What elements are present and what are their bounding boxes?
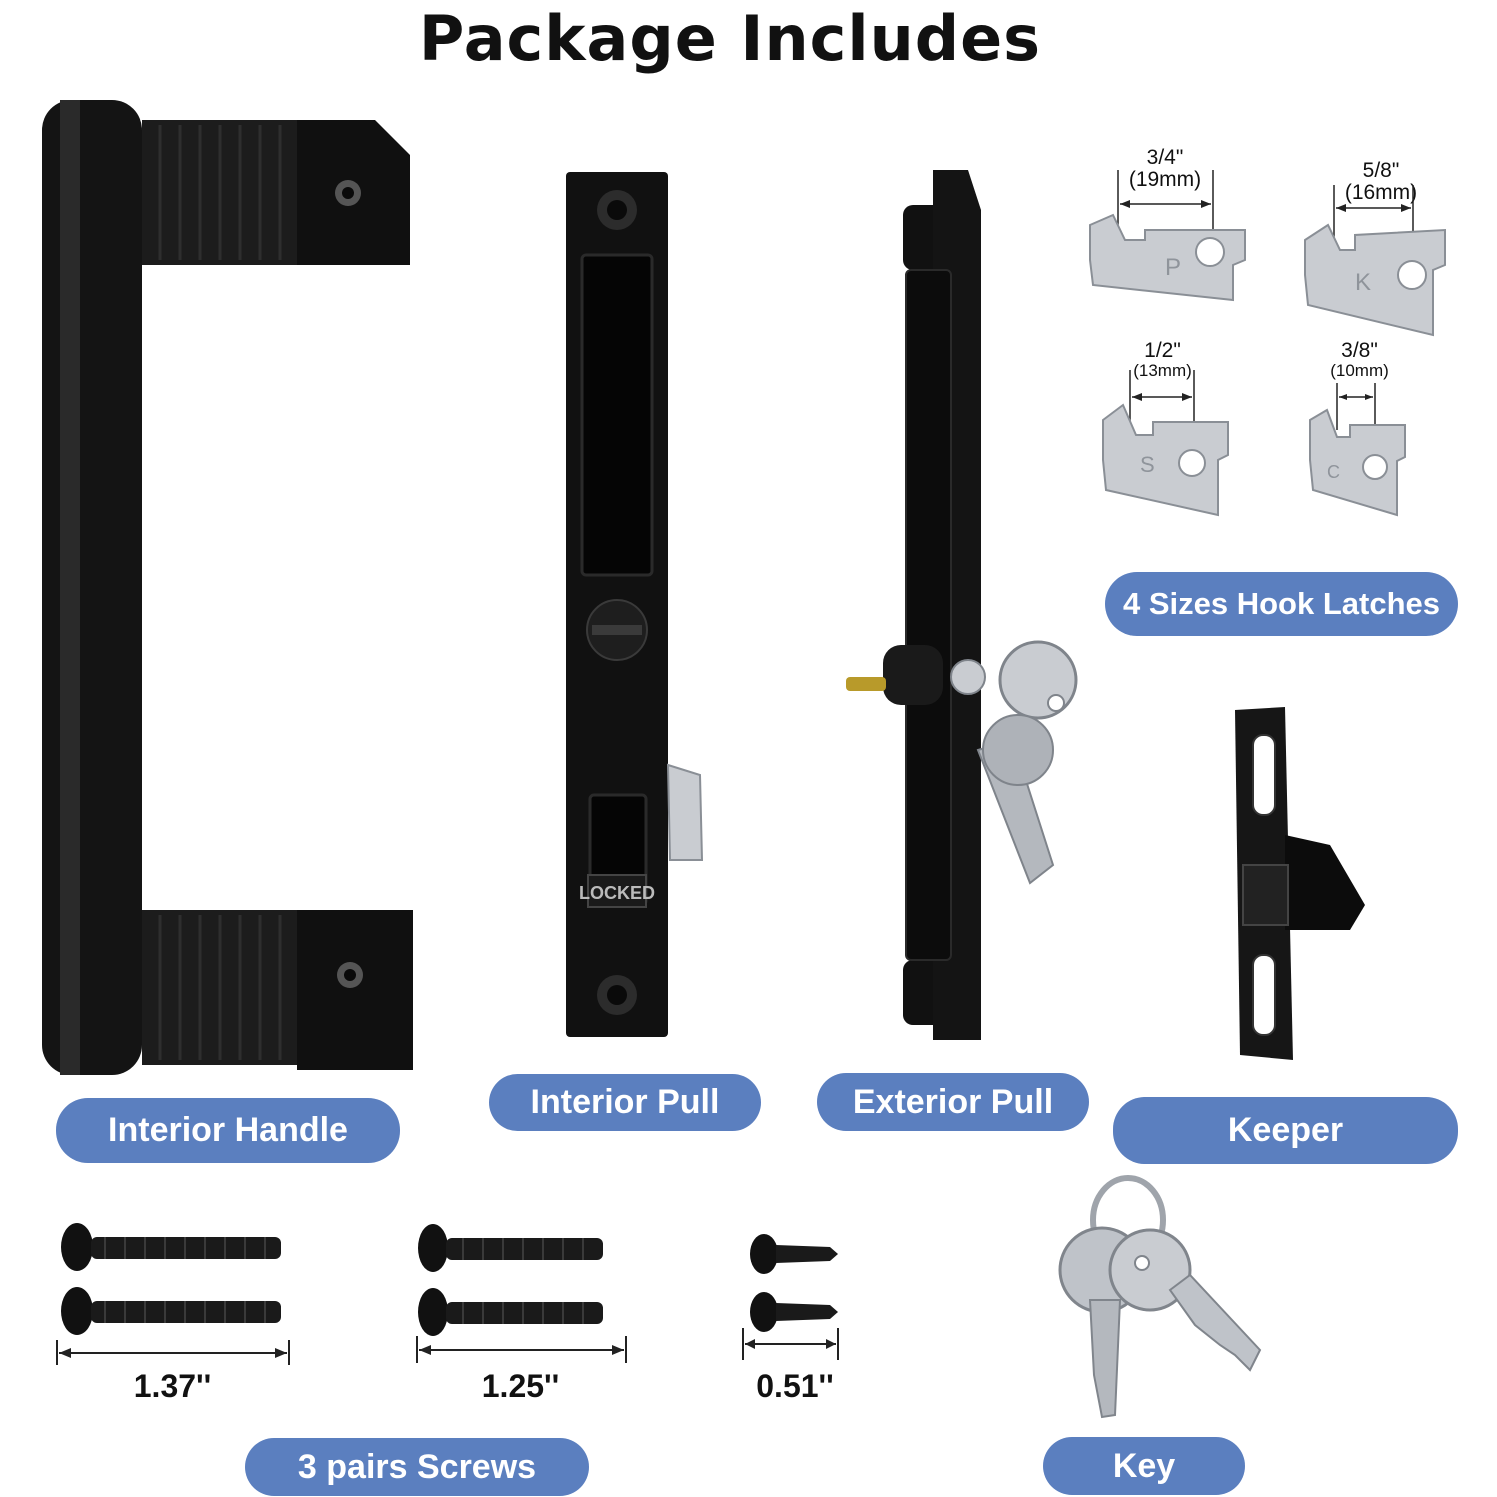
exterior-pull-label: Exterior Pull <box>817 1073 1089 1131</box>
screw-size-short: 0.51'' <box>756 1368 834 1404</box>
screw-size-long: 1.37'' <box>133 1368 212 1404</box>
latch-c-letter: C <box>1327 462 1340 482</box>
page-title: Package Includes <box>418 2 1042 75</box>
latch-s-inch: 1/2" <box>1144 339 1181 362</box>
latch-s-letter: S <box>1140 452 1155 477</box>
interior-pull-image: LOCKED <box>566 172 704 1037</box>
latch-c-mm: (10mm) <box>1330 361 1389 381</box>
latch-k-letter: K <box>1355 269 1371 296</box>
screws-long-image <box>56 1223 290 1365</box>
key-label: Key <box>1043 1437 1245 1495</box>
hook-latches-label: 4 Sizes Hook Latches <box>1105 572 1458 636</box>
latch-s-mm: (13mm) <box>1133 361 1192 381</box>
keeper-image <box>1235 707 1365 1060</box>
interior-pull-label: Interior Pull <box>489 1074 761 1131</box>
latch-k-inch: 5/8" <box>1362 159 1400 182</box>
latch-p-inch: 3/4" <box>1146 146 1184 169</box>
screws-short-image <box>742 1234 839 1360</box>
latch-p-image: P <box>1089 170 1246 302</box>
screws-medium-image <box>416 1224 627 1363</box>
latch-c-inch: 3/8" <box>1341 339 1378 362</box>
latch-k-image: K <box>1304 185 1446 337</box>
latch-p-mm: (19mm) <box>1128 168 1202 192</box>
latch-k-mm: (16mm) <box>1344 181 1418 205</box>
interior-handle-image <box>42 100 413 1075</box>
interior-handle-label: Interior Handle <box>56 1098 400 1163</box>
latch-s-image: S <box>1102 370 1229 517</box>
latch-p-letter: P <box>1165 254 1181 281</box>
latch-c-image: C <box>1309 383 1406 517</box>
key-image <box>1058 1175 1262 1419</box>
keeper-label: Keeper <box>1113 1097 1458 1164</box>
locked-text: LOCKED <box>579 883 655 903</box>
screw-size-medium: 1.25'' <box>481 1368 560 1404</box>
screws-label: 3 pairs Screws <box>245 1438 589 1496</box>
exterior-pull-image <box>846 170 1078 1040</box>
